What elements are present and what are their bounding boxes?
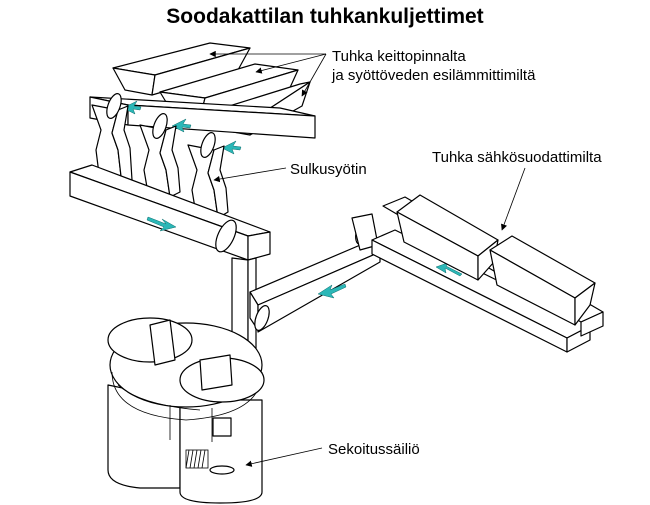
flow-arrow [171, 118, 192, 133]
mixer-grille [185, 449, 209, 469]
lower-conveyor [69, 164, 271, 261]
flow-arrow [122, 100, 142, 115]
label-mixing-tank: Sekoitussäiliö [328, 441, 420, 458]
label-line: Tuhka keittopinnalta [332, 48, 466, 65]
label-rotary-feeder: Sulkusyötin [290, 161, 367, 178]
label-esp-ash: Tuhka sähkösuodattimilta [432, 149, 602, 166]
flow-arrow [221, 140, 242, 155]
esp-hopper-2 [489, 235, 596, 326]
leader-lines [209, 50, 526, 467]
label-boiler-ash: Tuhka keittopinnalta ja syöttöveden esil… [332, 47, 535, 85]
flow-arrow [317, 283, 347, 299]
diagram-title: Soodakattilan tuhkankuljettimet [166, 5, 484, 28]
mixing-tank [107, 317, 265, 504]
label-line: ja syöttöveden esilämmittimiltä [332, 67, 536, 84]
flow-arrow [146, 216, 177, 232]
inclined-conveyor [249, 213, 381, 333]
esp-hoppers [396, 194, 596, 326]
